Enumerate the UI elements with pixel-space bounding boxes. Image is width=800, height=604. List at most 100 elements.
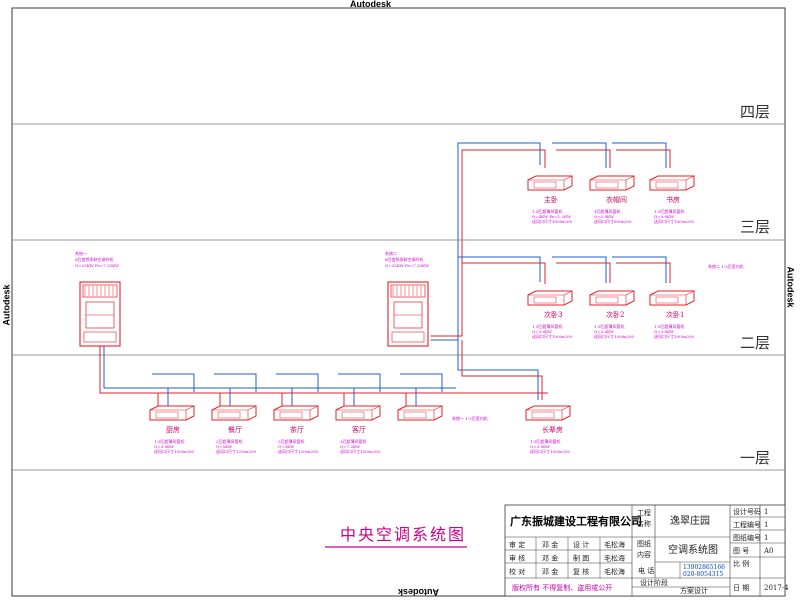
- tb-right-label: 日 期: [733, 584, 749, 592]
- pipe-sys2-liquid-f3: [430, 149, 546, 337]
- project-name: 逸翠庄园: [670, 514, 710, 527]
- floor-label-3: 三层: [740, 218, 770, 236]
- svg-text:系统一: 系统一: [75, 250, 87, 256]
- unit-spec: 1.5匹超薄风管机: [654, 208, 684, 214]
- unit-spec: 送风口尺寸1000x200: [654, 333, 695, 339]
- phone-2: 020-8054315: [683, 571, 723, 578]
- unit-spec: 送风口尺寸1000x200: [532, 333, 573, 339]
- room-label: 主卧: [544, 195, 558, 204]
- unit-spec: Q=3.6KW: [532, 329, 553, 334]
- pipe-sys2-gas-f1: [457, 336, 539, 400]
- outdoor-unit-label-1: 系统一 8匹变频多联空调外机 Q=25KW Pe=7.35KW: [75, 250, 120, 268]
- unit-spec: 1.5匹超薄风管机: [532, 323, 562, 329]
- tb-right-label: 设计号码: [733, 507, 761, 516]
- tb-right-label: 比 例: [733, 559, 749, 568]
- pipe-f2-branch-red: [556, 262, 611, 283]
- watermark-top: Autodesk: [350, 0, 392, 9]
- tb-role-cell: 校 对: [509, 567, 525, 576]
- svg-text:方案设计: 方案设计: [680, 586, 708, 595]
- svg-text:图纸: 图纸: [637, 539, 651, 548]
- room-label: 次卧2: [606, 310, 624, 319]
- tb-role-cell: 审 定: [509, 540, 525, 549]
- pipe-bridge-blue: [214, 373, 257, 392]
- refrigerant-pipes: [99, 142, 671, 406]
- tb-right-value: 1: [764, 508, 768, 516]
- svg-text:系统二: 系统二: [385, 250, 397, 256]
- unit-spec: Q=7.2KW: [340, 444, 361, 449]
- outdoor-units: [79, 281, 429, 347]
- pipe-bridge-blue: [400, 373, 443, 392]
- svg-text:工程: 工程: [637, 508, 651, 517]
- unit-spec: Q=4KW Pe=1.2KW: [532, 214, 572, 219]
- tb-role-cell: 审 核: [509, 554, 525, 563]
- floor2-system-note: 系统二 1-3匹室内机: [708, 263, 744, 269]
- pipe-f3-branch-red: [616, 149, 671, 168]
- tb-role-cell: 毛松海: [604, 567, 625, 576]
- svg-text:电 话: 电 话: [638, 566, 654, 575]
- unit-spec: 1.5匹超薄风管机: [594, 323, 624, 329]
- unit-spec: 1.5匹超薄风管机: [654, 323, 684, 329]
- unit-spec: 送风口尺寸1000x200: [532, 218, 573, 224]
- tb-role-cell: 设 计: [573, 540, 589, 549]
- watermark-right: Autodesk: [785, 266, 796, 308]
- pipe-f3-branch-blue: [612, 142, 667, 168]
- unit-spec: 送风口尺寸1000x200: [594, 333, 635, 339]
- tb-right-value: 1: [764, 534, 768, 542]
- unit-spec: 1.5匹超薄风管机: [530, 438, 560, 444]
- unit-spec: 送风口尺寸1500x200: [340, 448, 381, 454]
- room-label: 书房: [666, 195, 680, 204]
- unit-spec: 3匹超薄风管机: [340, 438, 367, 444]
- svg-text:8匹变频多联空调外机: 8匹变频多联空调外机: [385, 256, 424, 262]
- pipe-sys2-liquid-f1: [461, 340, 543, 400]
- pipe-f2-branch-blue: [612, 256, 667, 283]
- title-block-roles: 审 定邓 金设 计毛松海审 核邓 金制 图毛松海校 对邓 金复 核毛松海: [509, 540, 625, 576]
- tb-right-value: 2017-4: [764, 584, 789, 592]
- unit-spec: Q=3.6KW: [530, 444, 551, 449]
- unit-spec: 1.5匹超薄风管机: [154, 438, 184, 444]
- svg-text:Q=25KW Pe=7.35KW: Q=25KW Pe=7.35KW: [75, 263, 120, 268]
- unit-spec: 送风口尺寸1000x200: [530, 448, 571, 454]
- outer-frame: [11, 7, 786, 597]
- pipe-sys2-gas-f2: [458, 256, 541, 282]
- pipe-drop-blue: [410, 387, 417, 406]
- pipe-sys1-gas: [103, 346, 456, 389]
- unit-spec: Q=2.8KW: [594, 214, 615, 219]
- pipe-sys1-liquid: [99, 346, 548, 394]
- unit-spec: Q=5KW: [216, 444, 233, 449]
- tb-role-cell: 制 图: [573, 554, 589, 563]
- pipe-f2-branch-red: [616, 262, 671, 283]
- watermark-bottom: Autodesk: [398, 587, 440, 597]
- pipe-drop-blue: [224, 387, 231, 406]
- room-label: 次卧1: [666, 310, 684, 319]
- tb-role-cell: 邓 金: [542, 554, 558, 563]
- pipe-bridge-blue: [152, 373, 195, 392]
- tb-role-cell: 毛松海: [604, 554, 625, 563]
- unit-spec: 送风口尺寸800x200: [594, 218, 632, 224]
- floor-label-1: 一层: [740, 449, 770, 467]
- floor1-system-note: 系统一 1-3匹室内机: [452, 415, 488, 421]
- svg-text:8匹变频多联空调外机: 8匹变频多联空调外机: [75, 256, 114, 262]
- drawing-content: 空调系统图: [668, 543, 718, 556]
- drawing-title: 中央空调系统图: [340, 525, 466, 544]
- tb-role-cell: 邓 金: [542, 540, 558, 549]
- floor-label-2: 二层: [740, 334, 770, 352]
- tb-role-cell: 毛松海: [604, 540, 625, 549]
- pipe-sys2-liquid-f2: [462, 262, 546, 284]
- pipe-f2-branch-blue: [552, 256, 607, 283]
- tb-right-value: 1: [764, 521, 768, 529]
- unit-spec: 送风口尺寸1000x200: [654, 218, 695, 224]
- unit-spec: 1匹超薄风管机: [594, 208, 621, 214]
- pipe-drop-blue: [348, 387, 355, 406]
- pipe-spacer: [100, 330, 431, 347]
